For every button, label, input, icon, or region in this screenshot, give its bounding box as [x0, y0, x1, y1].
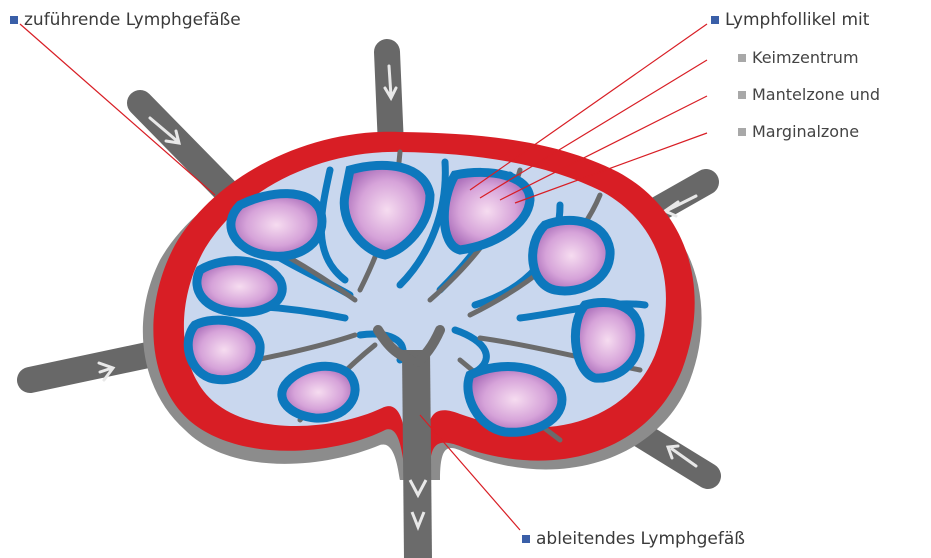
label-afferent-vessels: zuführende Lymphgefäße	[10, 10, 241, 30]
follicle	[575, 303, 640, 379]
leader-line-afferent	[20, 24, 215, 195]
label-mantle-zone: Mantelzone und	[738, 85, 880, 104]
label-efferent-vessel: ableitendes Lymphgefäß	[522, 529, 745, 549]
follicle	[231, 194, 322, 257]
label-marginal-zone-text: Marginalzone	[752, 122, 859, 141]
label-germinal-center: Keimzentrum	[738, 48, 859, 67]
label-mantle-zone-text: Mantelzone und	[752, 85, 880, 104]
label-germinal-center-text: Keimzentrum	[752, 48, 859, 67]
label-follicle: Lymphfollikel mit	[711, 10, 869, 30]
follicle	[197, 261, 282, 313]
follicle	[188, 320, 260, 380]
label-efferent-text: ableitendes Lymphgefäß	[536, 529, 745, 549]
bullet-square	[522, 535, 530, 543]
follicle	[468, 367, 562, 433]
label-marginal-zone: Marginalzone	[738, 122, 859, 141]
label-follicle-text: Lymphfollikel mit	[725, 10, 869, 30]
bullet-square	[738, 128, 746, 136]
bullet-square	[738, 54, 746, 62]
bullet-square	[711, 16, 719, 24]
follicle	[282, 366, 355, 418]
follicle	[533, 220, 610, 291]
label-afferent-text: zuführende Lymphgefäße	[24, 10, 241, 30]
bullet-square	[10, 16, 18, 24]
bullet-square	[738, 91, 746, 99]
